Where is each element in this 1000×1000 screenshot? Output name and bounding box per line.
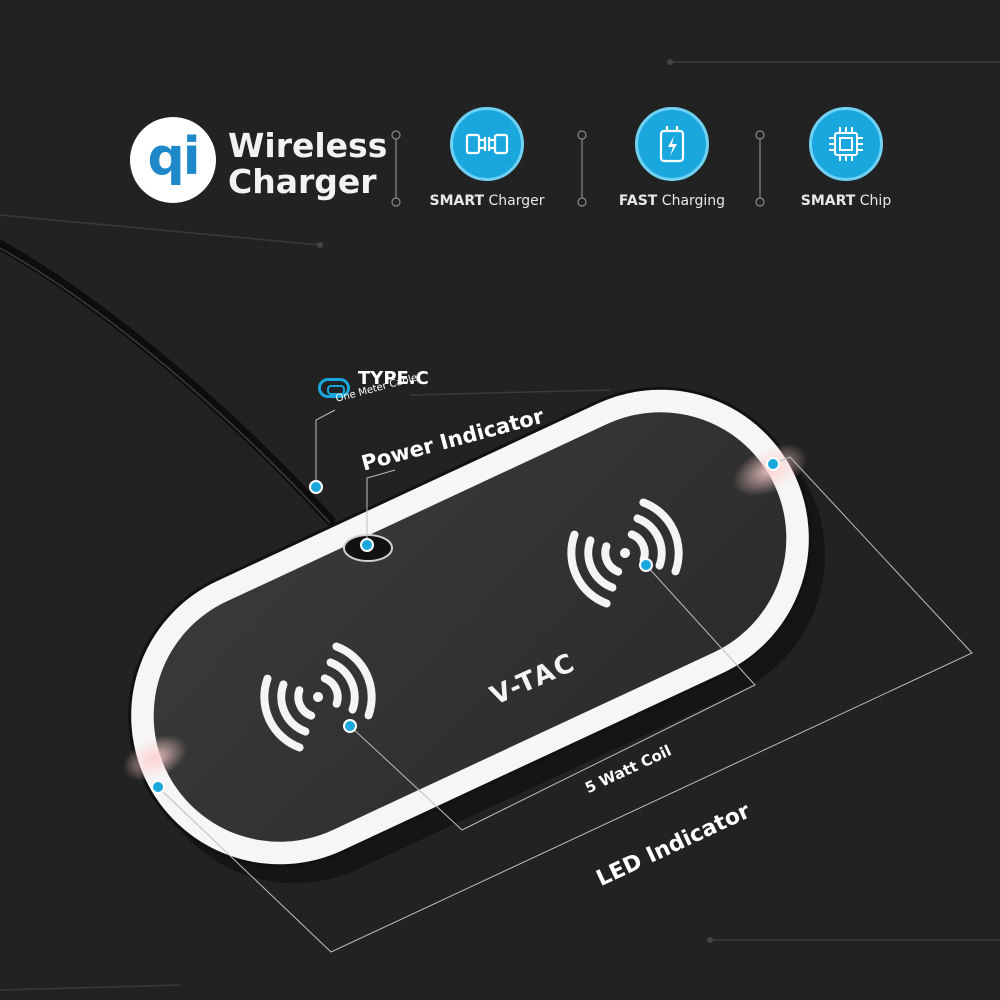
header: qi Wireless Charger SMART Charger (0, 0, 1000, 240)
product-title-line1: Wireless (228, 126, 388, 165)
fast-charging-bolt-icon (635, 107, 709, 181)
coil-symbol-left (260, 642, 376, 752)
feature-label: SMART Chip (800, 193, 892, 209)
feature-label: FAST Charging (618, 193, 726, 209)
coil-symbol-right (567, 498, 683, 608)
feature-fast-charging: FAST Charging (582, 107, 762, 209)
feature-smart-chip: SMART Chip (756, 107, 936, 209)
decorative-lines (0, 61, 1000, 991)
chip-icon (809, 107, 883, 181)
plug-connector-icon (450, 107, 524, 181)
type-c-label: TYPE.C (358, 368, 429, 389)
callout-dots (151, 457, 780, 794)
callout-lines (157, 409, 973, 953)
qi-logo-text: qi (147, 127, 200, 187)
product-title: Wireless Charger (228, 128, 398, 200)
product-title-line2: Charger (228, 162, 377, 201)
feature-label: SMART Charger (429, 193, 545, 209)
header-separators (391, 130, 765, 207)
usb-c-port-icon (318, 378, 350, 398)
qi-logo: qi (130, 117, 216, 203)
feature-smart-charger: SMART Charger (397, 107, 577, 209)
usb-c-cable (0, 240, 335, 525)
